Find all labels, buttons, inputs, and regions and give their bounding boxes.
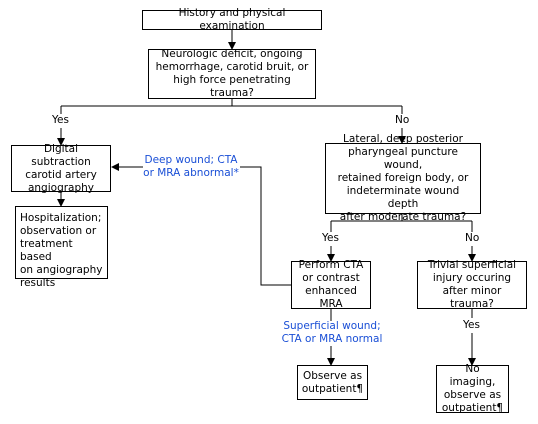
label-no-2: No (465, 232, 480, 244)
node-noimaging: No imaging, observe as outpatient¶ (436, 363, 509, 414)
label-yes-3: Yes (463, 319, 480, 331)
label-yes-1: Yes (52, 114, 69, 126)
connector-cta-to-deep (240, 166, 291, 286)
node-lateral: Lateral, deep posterior pharyngeal punct… (325, 133, 481, 223)
node-history: History and physical examination (142, 7, 322, 32)
node-observe: Observe as outpatient¶ (297, 365, 368, 400)
label-deep-wound: Deep wound; CTA or MRA abnormal* (143, 154, 239, 179)
node-hosp: Hospitalization; observation or treatmen… (15, 206, 108, 289)
node-cta: Perform CTA or contrast enhanced MRA (291, 259, 371, 310)
node-dsa: Digital subtraction carotid artery angio… (11, 143, 111, 194)
label-no-1: No (395, 114, 410, 126)
label-superficial-wound: Superficial wound; CTA or MRA normal (281, 320, 383, 345)
label-yes-2: Yes (322, 232, 339, 244)
node-neuro: Neurologic deficit, ongoing hemorrhage, … (148, 48, 316, 99)
node-trivial: Trivial superficial injury occuring afte… (417, 259, 527, 310)
